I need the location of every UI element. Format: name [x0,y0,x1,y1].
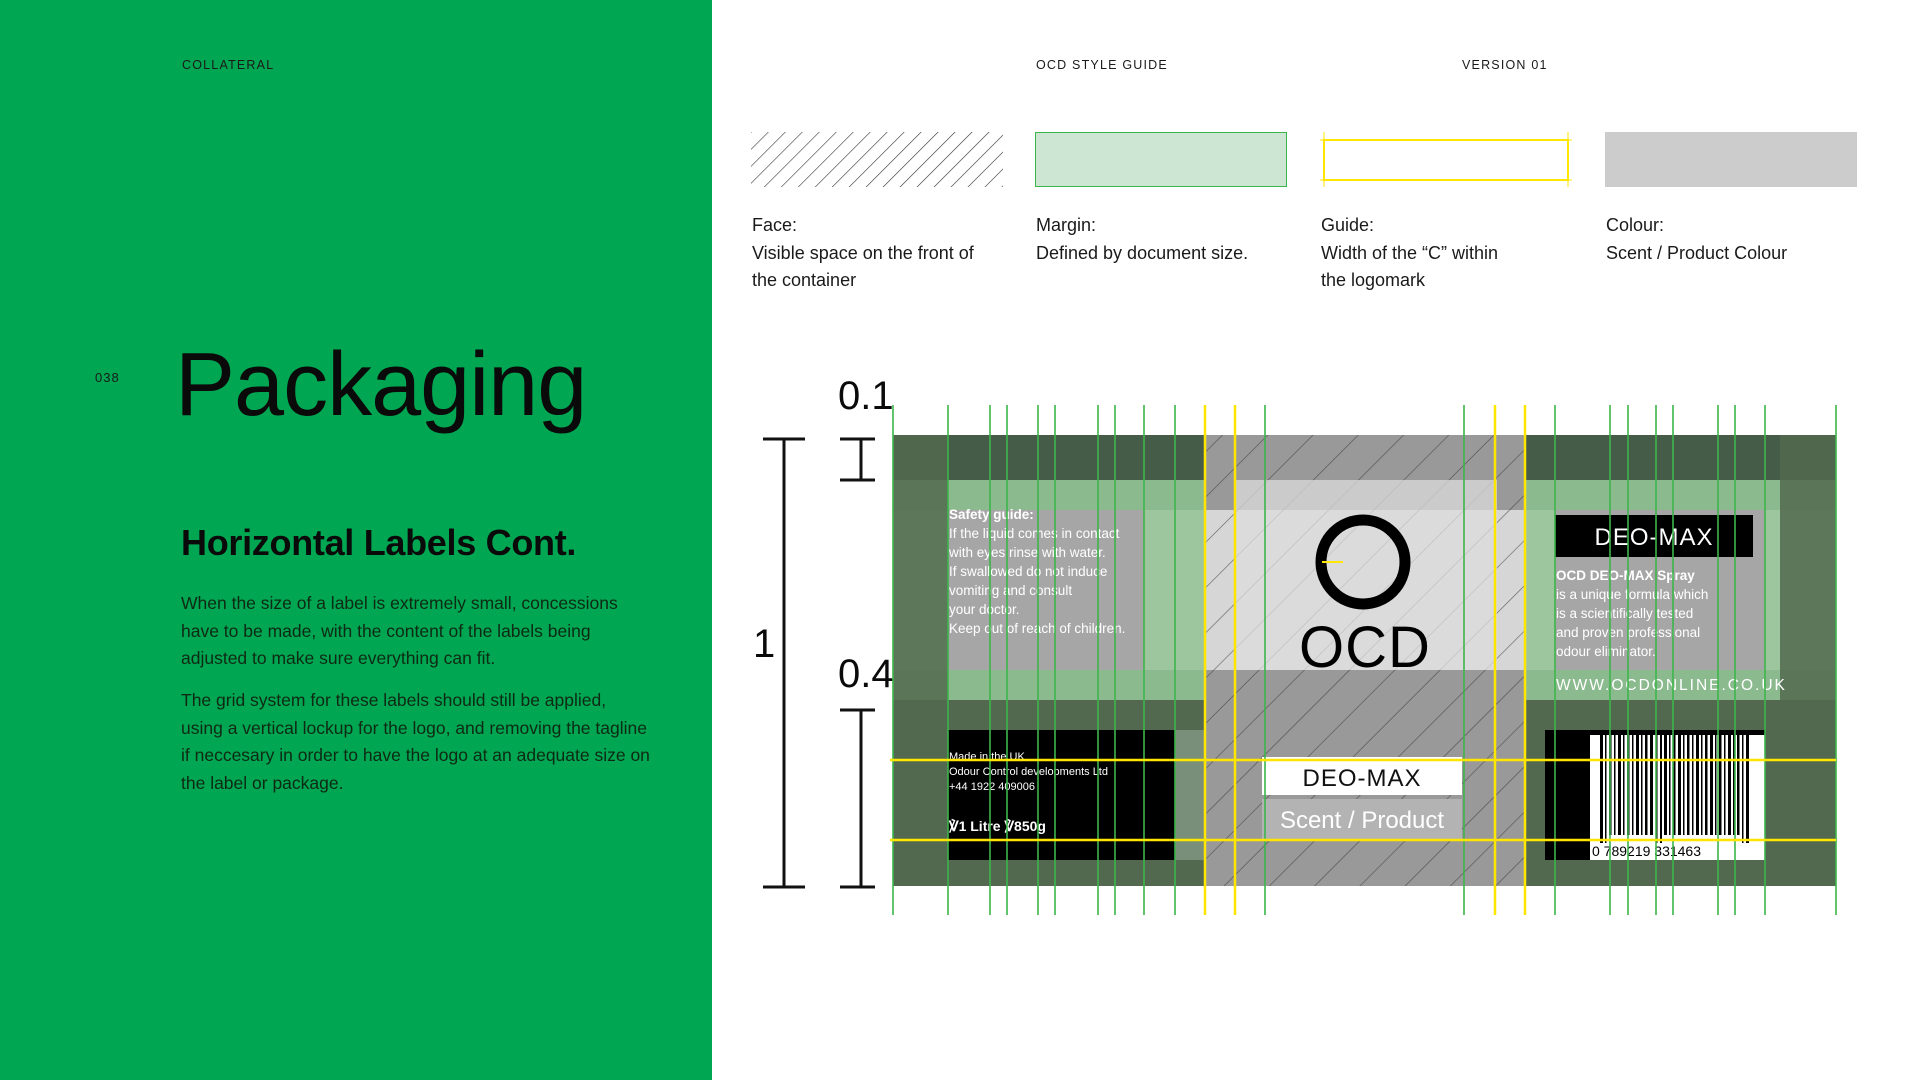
legend-guide-heading: Guide: [1321,215,1375,235]
dimension-total-label: 1 [753,622,776,666]
right-heading: OCD DEO-MAX Spray [1556,568,1695,583]
legend-guide-line-1: Width of the “C” within [1321,242,1499,263]
product-badge: DEO-MAX [1594,524,1713,551]
ocd-logomark [1315,508,1425,622]
product-badge-box [1555,515,1753,557]
scent-box [1262,799,1462,839]
product-name-box [1262,757,1462,795]
dimension-brackets [763,437,875,889]
volume-text: ℣1 Litre ℣850g [948,818,1046,834]
face-swatch [751,132,1003,187]
label-diagram: OCD Safety guide: If the liquid comes in… [890,405,1837,915]
safety-line-6: Keep out of reach of children. [949,621,1125,636]
legend-guide: Guide: Width of the “C” within the logom… [1321,212,1571,295]
body-paragraph-1: When the size of a label is extremely sm… [181,593,618,668]
right-line-2: is a scientifically tested [1556,606,1693,621]
safety-line-3: If swallowed do not induce [949,564,1107,579]
page-title: Packaging [175,335,587,435]
margin-swatch [1035,132,1287,187]
legend-face-line-2: the container [752,270,857,290]
right-line-1: is a unique formula which [1556,587,1708,602]
legend-face-heading: Face: [752,215,798,235]
grid-lines [892,405,1837,915]
right-line-4: odour eliminator. [1556,644,1656,659]
dimension-top-label: 0.1 [838,374,894,418]
safety-heading: Safety guide: [949,507,1034,522]
legend-margin-heading: Margin: [1036,215,1097,235]
legend-colour-heading: Colour: [1606,215,1665,235]
website-text: WWW.OCDONLINE.CO.UK [1556,677,1787,694]
safety-line-1: If the liquid comes in contact [949,526,1120,541]
safety-line-5: your doctor. [949,602,1020,617]
page-number: 038 [95,370,120,385]
legend-margin: Margin: Defined by document size. [1036,212,1286,267]
ocd-logotype: OCD [1299,615,1431,680]
product-name: DEO-MAX [1302,765,1421,792]
legend-face: Face: Visible space on the front of the … [752,212,1002,295]
origin-line-2: Odour Control developments Ltd [949,766,1108,778]
green-side-panel [0,0,712,1080]
safety-line-4: vomiting and consult [949,583,1072,598]
origin-line-3: +44 1922 409006 [949,781,1035,793]
section-label: COLLATERAL [182,58,275,72]
legend-colour: Colour: Scent / Product Colour [1606,212,1856,267]
section-subtitle: Horizontal Labels Cont. [181,522,577,563]
legend-guide-line-2: the logomark [1321,270,1426,290]
body-paragraph-2: The grid system for these labels should … [181,690,650,793]
version-label: VERSION 01 [1462,58,1548,72]
safety-line-2: with eyes rinse with water. [948,545,1106,560]
document-title: OCD STYLE GUIDE [1036,58,1168,72]
scent-label: Scent / Product [1280,807,1444,834]
legend-margin-line-1: Defined by document size. [1036,242,1249,263]
guide-lines [890,405,1836,915]
dimension-bottom-label: 0.4 [838,652,894,696]
guide-swatch [1320,132,1572,187]
colour-swatch [1605,132,1857,187]
barcode-number: 0 789219 331463 [1592,843,1701,859]
legend-face-line-1: Visible space on the front of [752,242,974,263]
legend-colour-line-1: Scent / Product Colour [1606,242,1788,263]
